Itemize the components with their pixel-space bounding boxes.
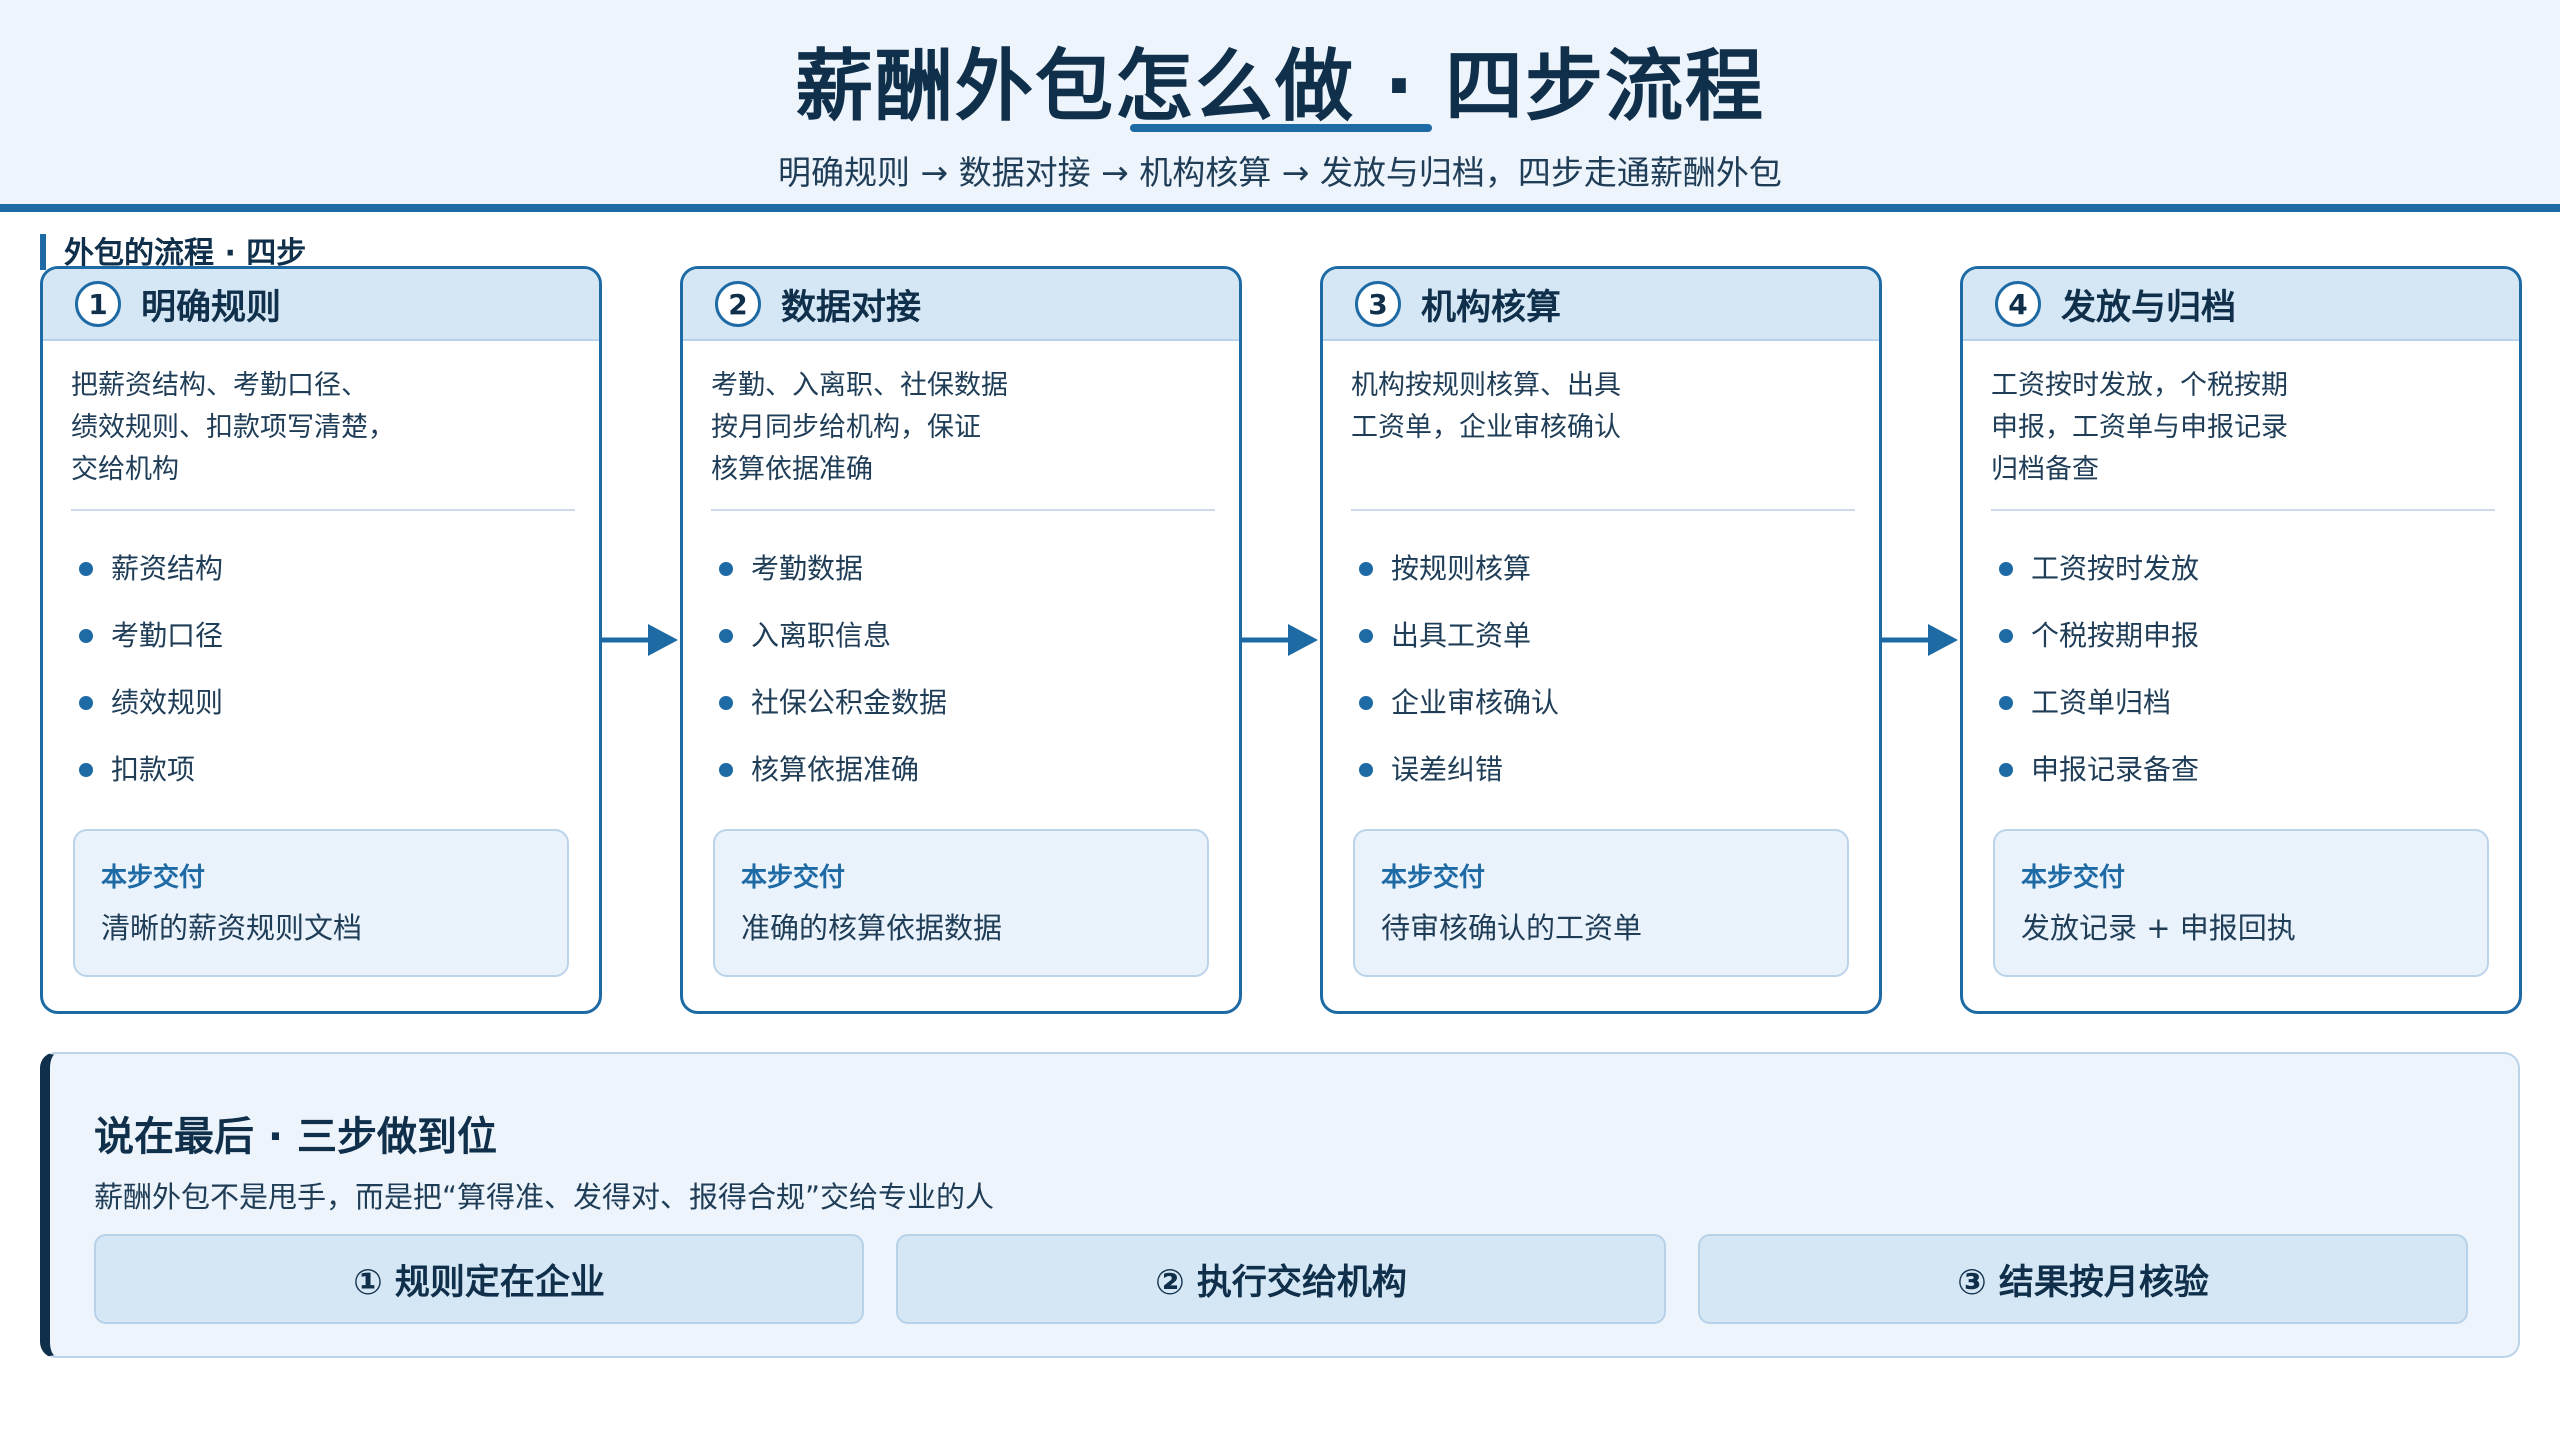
title-underline [1130,124,1432,132]
step-number-badge: 1 [75,281,121,327]
arrow-right-icon [602,624,678,656]
desc-line: 工资单，企业审核确认 [1351,412,1621,443]
list-item: 出具工资单 [1359,602,1859,669]
bullet-dot-icon [79,695,93,710]
bullet-dot-icon [1359,628,1373,643]
step-description: 考勤、入离职、社保数据 按月同步给机构，保证 核算依据准确 [711,365,1211,491]
arrow-right-icon [1882,624,1958,656]
step-description: 机构按规则核算、出具 工资单，企业审核确认 [1351,365,1851,449]
deliverable-label: 本步交付 [2021,863,2126,893]
list-item: 企业审核确认 [1359,669,1859,736]
arrow-right-icon [1242,624,1318,656]
step-number-badge: 4 [1995,281,2041,327]
list-item: 按规则核算 [1359,535,1859,602]
deliverable-value: 待审核确认的工资单 [1381,911,1643,945]
step-number-badge: 3 [1355,281,1401,327]
card-divider [711,509,1215,511]
step-deliverable-box: 本步交付 待审核确认的工资单 [1353,829,1849,977]
list-item: 考勤数据 [719,535,1219,602]
deliverable-value: 准确的核算依据数据 [741,911,1003,945]
summary-text: 薪酬外包不是甩手，而是把“算得准、发得对、报得合规”交给专业的人 [94,1180,995,1214]
step-card-header: 1 明确规则 [43,269,599,341]
desc-line: 机构按规则核算、出具 [1351,370,1621,401]
step-description: 把薪资结构、考勤口径、 绩效规则、扣款项写清楚， 交给机构 [71,365,571,491]
card-divider [1991,509,2495,511]
step-card-3: 3 机构核算 机构按规则核算、出具 工资单，企业审核确认 按规则核算 出具工资单… [1320,266,1882,1014]
step-deliverable-box: 本步交付 发放记录 + 申报回执 [1993,829,2489,977]
step-title: 发放与归档 [2061,287,2237,328]
step-bullet-list: 薪资结构 考勤口径 绩效规则 扣款项 [79,535,579,803]
bullet-dot-icon [719,561,733,576]
list-item: 社保公积金数据 [719,669,1219,736]
bullet-dot-icon [1999,561,2013,576]
bullet-dot-icon [79,628,93,643]
bullet-dot-icon [719,762,733,777]
deliverable-label: 本步交付 [1381,863,1486,893]
summary-title: 说在最后 · 三步做到位 [94,1114,498,1160]
card-divider [71,509,575,511]
list-item: 考勤口径 [79,602,579,669]
summary-pill-verification: ③ 结果按月核验 [1698,1234,2468,1324]
deliverable-value: 清晰的薪资规则文档 [101,911,363,945]
bullet-dot-icon [79,762,93,777]
step-card-1: 1 明确规则 把薪资结构、考勤口径、 绩效规则、扣款项写清楚， 交给机构 薪资结… [40,266,602,1014]
step-card-4: 4 发放与归档 工资按时发放，个税按期 申报，工资单与申报记录 归档备查 工资按… [1960,266,2522,1014]
step-title: 数据对接 [781,287,922,328]
bullet-dot-icon [1359,695,1373,710]
step-card-header: 4 发放与归档 [1963,269,2519,341]
section-label: 外包的流程 · 四步 [40,234,306,270]
bullet-dot-icon [1359,762,1373,777]
bullet-dot-icon [1359,561,1373,576]
summary-panel: 说在最后 · 三步做到位 薪酬外包不是甩手，而是把“算得准、发得对、报得合规”交… [40,1052,2520,1358]
list-item: 误差纠错 [1359,736,1859,803]
desc-line: 核算依据准确 [711,454,873,485]
desc-line: 归档备查 [1991,454,2099,485]
bullet-dot-icon [79,561,93,576]
deliverable-label: 本步交付 [101,863,206,893]
list-item: 绩效规则 [79,669,579,736]
list-item: 薪资结构 [79,535,579,602]
desc-line: 交给机构 [71,454,179,485]
deliverable-label: 本步交付 [741,863,846,893]
step-card-header: 2 数据对接 [683,269,1239,341]
card-divider [1351,509,1855,511]
summary-pill-execution: ② 执行交给机构 [896,1234,1666,1324]
deliverable-value: 发放记录 + 申报回执 [2021,911,2296,945]
desc-line: 工资按时发放，个税按期 [1991,370,2288,401]
page-title: 薪酬外包怎么做 · 四步流程 [795,42,1765,132]
step-card-header: 3 机构核算 [1323,269,1879,341]
step-deliverable-box: 本步交付 准确的核算依据数据 [713,829,1209,977]
page-header: 薪酬外包怎么做 · 四步流程 明确规则 → 数据对接 → 机构核算 → 发放与归… [0,0,2560,212]
summary-pill-rules: ① 规则定在企业 [94,1234,864,1324]
bullet-dot-icon [719,695,733,710]
desc-line: 考勤、入离职、社保数据 [711,370,1008,401]
step-bullet-list: 工资按时发放 个税按期申报 工资单归档 申报记录备查 [1999,535,2499,803]
bullet-dot-icon [1999,628,2013,643]
list-item: 扣款项 [79,736,579,803]
desc-line: 申报，工资单与申报记录 [1991,412,2288,443]
desc-line: 绩效规则、扣款项写清楚， [71,412,395,443]
desc-line: 按月同步给机构，保证 [711,412,981,443]
bullet-dot-icon [719,628,733,643]
desc-line: 把薪资结构、考勤口径、 [71,370,368,401]
list-item: 个税按期申报 [1999,602,2499,669]
step-card-2: 2 数据对接 考勤、入离职、社保数据 按月同步给机构，保证 核算依据准确 考勤数… [680,266,1242,1014]
step-deliverable-box: 本步交付 清晰的薪资规则文档 [73,829,569,977]
list-item: 申报记录备查 [1999,736,2499,803]
page-subtitle: 明确规则 → 数据对接 → 机构核算 → 发放与归档，四步走通薪酬外包 [778,153,1782,192]
step-bullet-list: 考勤数据 入离职信息 社保公积金数据 核算依据准确 [719,535,1219,803]
step-number-badge: 2 [715,281,761,327]
step-title: 明确规则 [141,287,282,328]
step-bullet-list: 按规则核算 出具工资单 企业审核确认 误差纠错 [1359,535,1859,803]
step-title: 机构核算 [1421,287,1562,328]
bullet-dot-icon [1999,695,2013,710]
list-item: 工资单归档 [1999,669,2499,736]
list-item: 核算依据准确 [719,736,1219,803]
bullet-dot-icon [1999,762,2013,777]
list-item: 工资按时发放 [1999,535,2499,602]
step-description: 工资按时发放，个税按期 申报，工资单与申报记录 归档备查 [1991,365,2491,491]
list-item: 入离职信息 [719,602,1219,669]
